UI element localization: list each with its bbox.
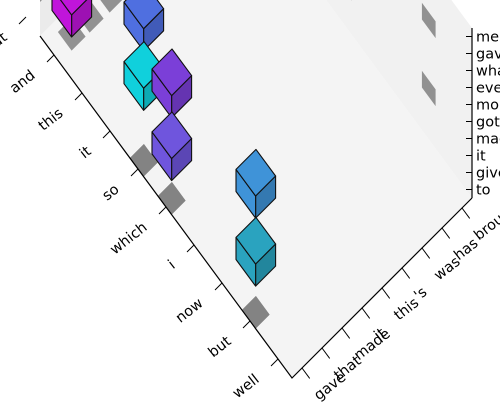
- wall-shadow-left: [40, 0, 42, 2]
- x-tick: [46, 54, 55, 63]
- floor-shadow: [100, 0, 123, 13]
- cube-face: [235, 216, 277, 265]
- y-tick: [421, 247, 431, 259]
- z-tick-label: me: [476, 30, 499, 46]
- y-tick: [321, 347, 331, 359]
- cube-face: [151, 111, 193, 160]
- floor-shadow: [129, 144, 158, 177]
- cube-face: [51, 0, 73, 38]
- z-tick-label: got: [476, 115, 500, 131]
- cube-face: [123, 0, 165, 30]
- cube-marker: [123, 0, 165, 52]
- cube-marker: [51, 0, 93, 38]
- x-tick-label: this: [36, 106, 67, 135]
- wall-shadow-right: [421, 2, 436, 39]
- x-tick: [74, 92, 83, 101]
- x-tick-label: it: [77, 143, 95, 162]
- floor-shadow: [241, 296, 270, 329]
- wall-shadow-right: [351, 0, 352, 1]
- z-tick-label: more: [476, 98, 500, 114]
- y-tick: [361, 307, 371, 319]
- x-tick: [130, 168, 139, 177]
- x-tick-label: and: [7, 68, 38, 97]
- z-tick-label: what: [476, 64, 500, 80]
- y-tick-label: brought: [471, 196, 500, 244]
- x-tick-label: that: [0, 29, 11, 60]
- x-tick-label: which: [107, 220, 150, 259]
- x-tick-label: now: [173, 295, 207, 326]
- y-tick: [341, 327, 351, 339]
- x-tick: [102, 130, 111, 139]
- x-tick-label: well: [230, 372, 263, 402]
- wall-shadow-right: [421, 70, 436, 107]
- x-tick-label: but: [206, 333, 235, 361]
- x-tick: [270, 358, 279, 367]
- y-tick: [401, 267, 411, 279]
- x-tick: [186, 244, 195, 253]
- y-tick: [381, 287, 391, 299]
- z-tick-label: gave: [476, 47, 500, 63]
- z-tick-label: even: [476, 81, 500, 97]
- x-tick: [158, 206, 167, 215]
- cube-face: [59, 0, 88, 16]
- z-tick-label: give: [476, 166, 500, 182]
- right-back-pane: [326, 0, 472, 198]
- x-tick: [242, 320, 251, 329]
- x-tick-label: i: [165, 258, 178, 273]
- x-tick: [18, 16, 27, 25]
- y-tick: [441, 227, 451, 239]
- cube-marker: [235, 216, 277, 287]
- cube-marker: [151, 111, 193, 182]
- cube-face: [151, 48, 193, 97]
- cube-face: [235, 148, 277, 197]
- bottom-axis-lines: [39, 35, 473, 379]
- cube-marker: [235, 148, 277, 219]
- y-tick: [461, 207, 471, 219]
- x-tick: [214, 282, 223, 291]
- z-tick-label: to: [476, 183, 491, 199]
- z-tick-label: it: [476, 149, 486, 165]
- y-tick: [301, 367, 311, 379]
- floor-shadow: [157, 182, 186, 215]
- z-tick-label: made: [476, 132, 500, 148]
- x-tick-label: so: [100, 181, 123, 204]
- cube-marker: [151, 48, 193, 119]
